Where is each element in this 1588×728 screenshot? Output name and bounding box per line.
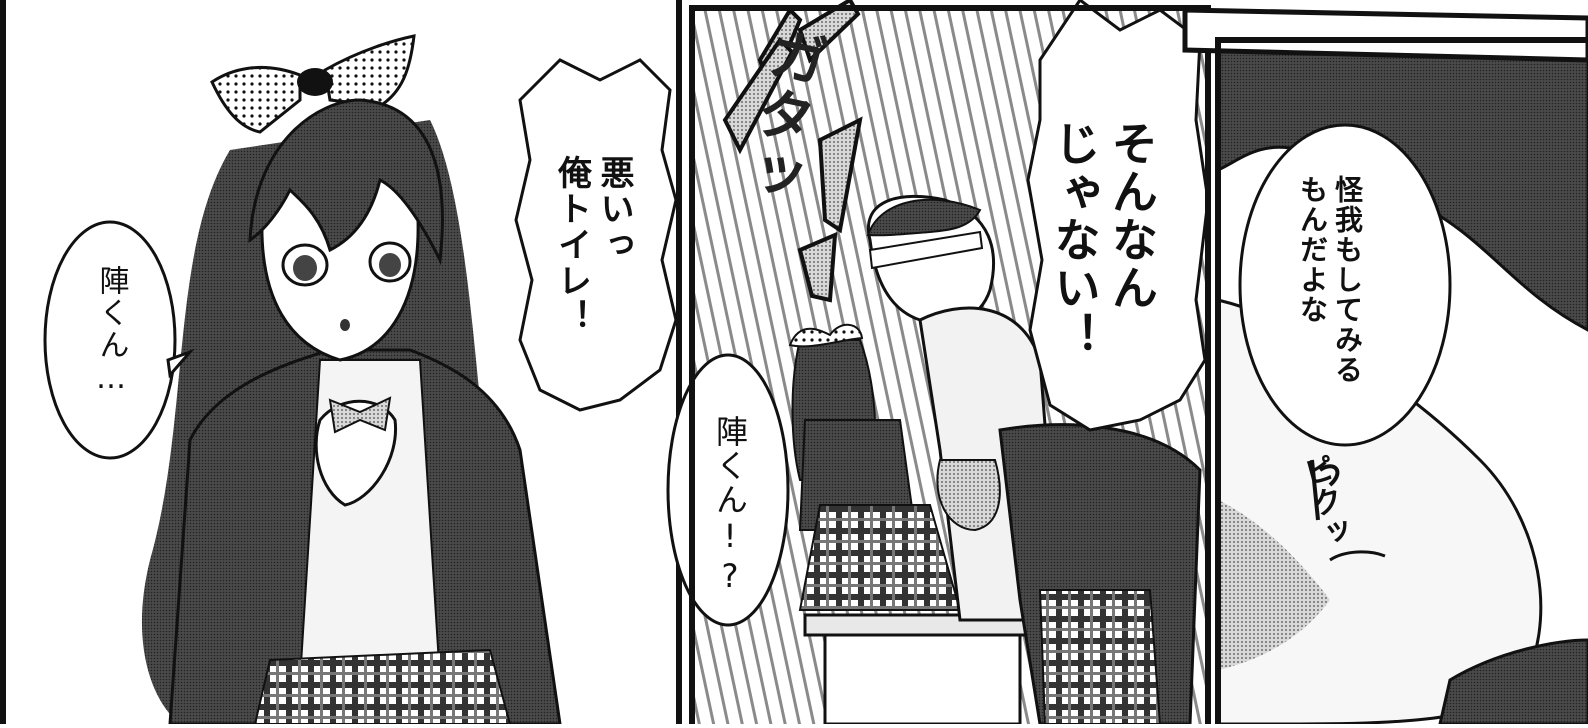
boy-closeup-shoulder — [1438, 638, 1588, 726]
girl-hair-ribbon — [210, 66, 302, 134]
speech-getting-hurt: 怪我もしてみる もんだよな — [1296, 175, 1364, 385]
sfx-gata-strokes — [722, 0, 863, 303]
panel-left — [0, 0, 682, 728]
bag-net — [936, 459, 1001, 532]
boy-pants — [1038, 589, 1162, 725]
speech-jin-kun: 陣くん… — [93, 265, 129, 398]
speech-bubble-not-like-that — [1026, 0, 1210, 432]
sfx-piku-strokes — [1310, 459, 1340, 521]
speech-sorry-toilet: 悪いっ 俺トイレ！ — [551, 155, 635, 335]
speech-not-like-that: そんなん じゃない！ — [1047, 120, 1160, 360]
speech-bubble-toilet — [514, 58, 678, 412]
speech-bubble-getting-hurt — [1238, 123, 1452, 447]
girl-skirt — [253, 648, 512, 725]
boy-headband — [868, 230, 984, 270]
panel-middle — [666, 0, 1211, 728]
speech-bubble-jin-kun — [43, 220, 177, 460]
panel-right — [1182, 7, 1588, 728]
speech-bubble-jin-kun-surprised — [666, 353, 790, 627]
speech-jin-kun-surprised: 陣くん!? — [711, 415, 749, 597]
